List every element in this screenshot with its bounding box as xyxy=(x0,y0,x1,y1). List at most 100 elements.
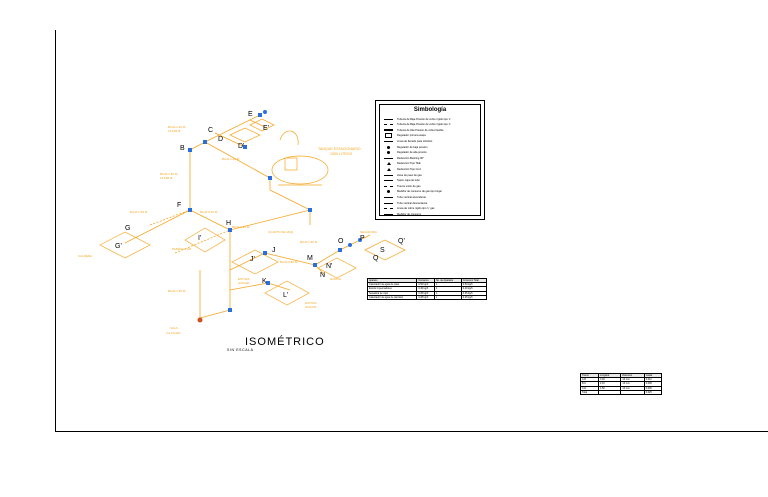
drawing-title: ISOMÉTRICO xyxy=(245,335,325,348)
node-Q: Q xyxy=(373,255,379,262)
legend-item-label: Tubería de Baja Presión de cobre rígido … xyxy=(397,123,451,127)
legend-item: Línea de llenado para cilindros xyxy=(383,138,478,144)
node-Q-prime: Q' xyxy=(398,238,405,245)
legend-item: Tubería de Alta Presión de cobre flexibl… xyxy=(383,127,478,133)
svg-text:1000 LITROS: 1000 LITROS xyxy=(330,152,353,156)
legend-item: Medidor de consumo xyxy=(383,211,478,217)
legend-item-label: Tubería de Baja Presión de cobre rígido … xyxy=(397,117,451,121)
svg-text:BAJA 1.20 M: BAJA 1.20 M xyxy=(222,157,240,161)
legend-item: Tubo vertical descendente xyxy=(383,200,478,206)
legend-symbol-icon xyxy=(383,184,394,188)
pipe-annotations: BAJA 1.40 M 13 MM Ø BAJA 1.60 M 13 MM Ø … xyxy=(78,125,377,335)
legend-item-label: Tapón capa de tubo xyxy=(397,179,420,183)
legend-item: Medidor de consumo de gas tipo hogar xyxy=(383,189,478,195)
legend-item: Regulador de alta presión xyxy=(383,150,478,156)
node-D: D xyxy=(218,136,223,143)
legend-symbol-icon xyxy=(383,167,394,171)
regulator-icon xyxy=(197,317,203,323)
symbology-legend: Simbología Tubería de Baja Presión de co… xyxy=(375,100,485,220)
svg-text:BAJA 1.40 M: BAJA 1.40 M xyxy=(168,125,186,129)
legend-item-label: Tubo vertical descendente xyxy=(397,201,428,205)
legend-symbol-icon xyxy=(383,139,394,143)
svg-text:HOGAR: HOGAR xyxy=(305,305,317,309)
legend-item-label: Regulador primera etapa xyxy=(397,134,426,138)
svg-text:PARRILLA HD: PARRILLA HD xyxy=(172,247,192,251)
legend-item: Tapón capa de tubo xyxy=(383,178,478,184)
legend-item-label: Reducción Tipo Cruz xyxy=(397,167,422,171)
legend-item: Regulador de baja presión xyxy=(383,144,478,150)
pipe-network xyxy=(124,114,371,319)
stationary-tank xyxy=(271,130,329,186)
legend-symbol-icon xyxy=(383,190,394,194)
table-row: Total 0.025 xyxy=(579,389,663,396)
legend-item: Tuerca unión de gas xyxy=(383,183,478,189)
svg-text:BAJA 0.90 M: BAJA 0.90 M xyxy=(280,260,298,264)
legend-symbol-icon xyxy=(383,151,394,155)
node-K: K xyxy=(262,278,267,285)
node-J-prime: J' xyxy=(250,256,255,263)
legend-item: Reducción Tipo TEE xyxy=(383,161,478,167)
svg-text:13 MM Ø: 13 MM Ø xyxy=(160,176,173,180)
node-P: P xyxy=(360,235,365,242)
table-cell xyxy=(620,389,645,396)
svg-text:BAJA 1.40 M: BAJA 1.40 M xyxy=(232,225,250,229)
legend-symbol-icon xyxy=(383,123,394,127)
node-H: H xyxy=(226,220,231,227)
drawing-title-block: ISOMÉTRICO SIN ESCALA xyxy=(227,335,325,352)
legend-symbol-icon xyxy=(383,207,394,211)
legend-item-label: Regulador de alta presión xyxy=(397,151,427,155)
legend-symbol-icon xyxy=(383,162,394,166)
legend-inner-frame: Simbología Tubería de Baja Presión de co… xyxy=(379,104,481,216)
svg-text:BAJA 1.60 M: BAJA 1.60 M xyxy=(168,289,186,293)
node-C: C xyxy=(208,127,213,134)
node-E-prime: E' xyxy=(263,125,269,132)
svg-text:ESTUFA: ESTUFA xyxy=(305,301,317,305)
node-E: E xyxy=(248,111,253,118)
legend-item-label: Tuerca unión de gas xyxy=(397,184,421,188)
node-G-prime: G' xyxy=(115,243,122,250)
svg-text:CUARTO DE MAQ.: CUARTO DE MAQ. xyxy=(268,230,294,234)
legend-item-label: Llave de paso de gas xyxy=(397,173,422,177)
table-cell xyxy=(598,389,622,396)
legend-title: Simbología xyxy=(413,107,447,113)
node-S: S xyxy=(380,247,385,254)
tank-label: TANQUE ESTACIONARIO 1000 LITROS xyxy=(318,147,361,156)
svg-text:BAJA 1.60 M: BAJA 1.60 M xyxy=(160,172,178,176)
svg-text:HOGAR: HOGAR xyxy=(238,281,250,285)
svg-text:BAJA 1.60 M: BAJA 1.60 M xyxy=(300,240,318,244)
legend-item: Línea de cobre rígido tipo 'L' gas xyxy=(383,206,478,212)
node-N: N xyxy=(320,272,325,279)
legend-symbol-icon xyxy=(383,173,394,177)
svg-text:HORNO: HORNO xyxy=(330,277,342,281)
svg-text:BAJA 1.50 M: BAJA 1.50 M xyxy=(130,210,148,214)
legend-item: Reducción Bushing 90° xyxy=(383,155,478,161)
node-O: O xyxy=(338,238,344,245)
legend-symbol-icon xyxy=(383,201,394,205)
node-G: G xyxy=(125,225,130,232)
legend-item: Reducción Tipo Cruz xyxy=(383,166,478,172)
node-labels: B C D' D E E' F G G' H I' J J' K L' M N … xyxy=(115,111,405,299)
node-M: M xyxy=(307,255,313,262)
legend-item-label: Medidor de consumo de gas tipo hogar xyxy=(397,190,442,194)
svg-text:BAJA 0.40 M: BAJA 0.40 M xyxy=(200,210,218,214)
legend-item: Tubería de Baja Presión de cobre rígido … xyxy=(383,116,478,122)
legend-item-label: Reducción Bushing 90° xyxy=(397,156,424,160)
legend-symbol-icon xyxy=(383,117,394,121)
fittings xyxy=(188,110,362,312)
svg-text:SECADORA: SECADORA xyxy=(360,230,377,234)
drawing-subtitle: SIN ESCALA xyxy=(227,348,254,352)
svg-text:CALDERA: CALDERA xyxy=(78,254,92,258)
table-cell: 0.025 xyxy=(643,389,663,396)
table-cell: Total xyxy=(579,389,600,396)
svg-text:13 MM Ø: 13 MM Ø xyxy=(168,129,181,133)
legend-item: Tubo vertical ascendente xyxy=(383,194,478,200)
table-cell: 0.28 kg/h xyxy=(460,294,488,301)
node-L-prime: L' xyxy=(283,292,288,299)
